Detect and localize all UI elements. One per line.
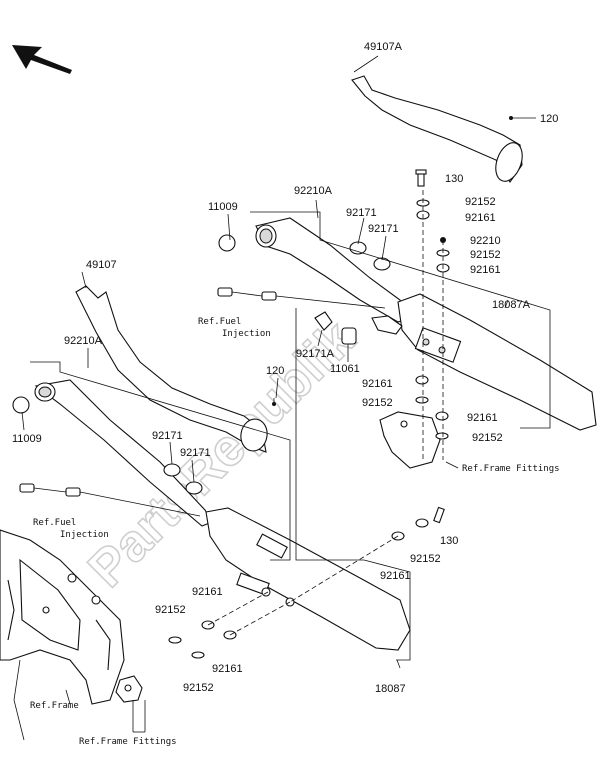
label-92152-mid-2: 92152 <box>472 432 503 444</box>
label-92171-upper-2: 92171 <box>368 223 399 235</box>
washer-92152-lower-3 <box>191 651 205 659</box>
box-lower-muffler <box>295 308 411 661</box>
label-18087A: 18087A <box>492 299 531 311</box>
box-lower-pipe <box>30 361 291 561</box>
frame <box>0 529 125 741</box>
fuel-injection-connector-upper <box>217 287 277 301</box>
exhaust-pipe-lower <box>34 379 213 527</box>
label-92161-lower: 92161 <box>380 570 411 582</box>
fuel-injection-connector-lower <box>19 483 81 497</box>
gasket-11009-upper <box>218 234 236 252</box>
frame-fitting-plate <box>115 675 143 703</box>
label-92210: 92210 <box>470 235 501 247</box>
label-120-upper: 120 <box>540 113 558 125</box>
mount-bracket-upper <box>379 411 441 469</box>
label-92161-upper: 92161 <box>465 212 496 224</box>
washer-92152-lower <box>415 518 429 528</box>
label-49107: 49107 <box>86 259 117 271</box>
ref-fuel-injection-upper-1: Ref.Fuel <box>198 317 241 327</box>
box-upper-pipe <box>250 211 551 429</box>
label-92171-lower-2: 92171 <box>180 447 211 459</box>
label-130-lower: 130 <box>440 535 458 547</box>
label-92152-upper-2: 92152 <box>470 249 501 261</box>
screw-120-lower <box>272 402 276 406</box>
label-92161-lower-3: 92161 <box>212 663 243 675</box>
label-11009-lower: 11009 <box>12 433 42 445</box>
clamp-92171-lower <box>163 463 203 495</box>
label-92161-lower-2: 92161 <box>192 586 223 598</box>
label-92152-mid: 92152 <box>362 397 393 409</box>
label-92152-lower: 92152 <box>410 553 441 565</box>
screw-120-upper <box>509 116 513 120</box>
joint-92171A-11061 <box>314 311 403 345</box>
muffler-upper <box>397 293 597 431</box>
label-11061: 11061 <box>330 363 360 375</box>
bolt-130-lower <box>433 506 445 524</box>
ref-frame-fittings-upper: Ref.Frame Fittings <box>462 464 560 474</box>
ref-fuel-injection-lower-1: Ref.Fuel <box>33 518 76 528</box>
label-92152-lower-3: 92152 <box>183 682 214 694</box>
heat-shield-upper <box>351 75 523 183</box>
label-92161-upper-2: 92161 <box>470 264 501 276</box>
direction-arrow-icon <box>12 45 72 74</box>
label-92152-upper: 92152 <box>465 196 496 208</box>
washer-92152-lower-2 <box>168 636 182 644</box>
label-92171A: 92171A <box>296 348 335 360</box>
label-120-lower: 120 <box>266 365 284 377</box>
washer-92152-mid-2 <box>435 432 449 440</box>
label-92161-mid-2: 92161 <box>467 412 498 424</box>
label-49107A: 49107A <box>364 41 403 53</box>
ref-frame: Ref.Frame <box>30 701 79 711</box>
label-130-upper: 130 <box>445 173 463 185</box>
label-92171-lower-1: 92171 <box>152 430 183 442</box>
gasket-11009-lower <box>12 396 30 414</box>
bolt-130-upper <box>415 169 427 187</box>
ref-frame-fittings-lower: Ref.Frame Fittings <box>79 737 177 747</box>
ref-fuel-injection-lower-2: Injection <box>60 530 109 540</box>
label-92161-mid: 92161 <box>362 378 393 390</box>
ref-fuel-injection-upper-2: Injection <box>222 329 271 339</box>
label-11009-upper: 11009 <box>208 201 238 213</box>
washer-92152-mid <box>415 396 429 404</box>
label-92210A-lower: 92210A <box>64 335 103 347</box>
nut-92161-mid-2 <box>435 411 449 421</box>
label-92210A-upper: 92210A <box>294 185 333 197</box>
exhaust-pipe-upper <box>255 217 411 323</box>
muffler-lower <box>205 507 411 651</box>
label-18087: 18087 <box>375 683 406 695</box>
mount-bracket-lower <box>236 572 295 607</box>
nut-92161-mid <box>415 375 429 385</box>
label-92171-upper-1: 92171 <box>346 207 377 219</box>
label-92152-lower-2: 92152 <box>155 604 186 616</box>
